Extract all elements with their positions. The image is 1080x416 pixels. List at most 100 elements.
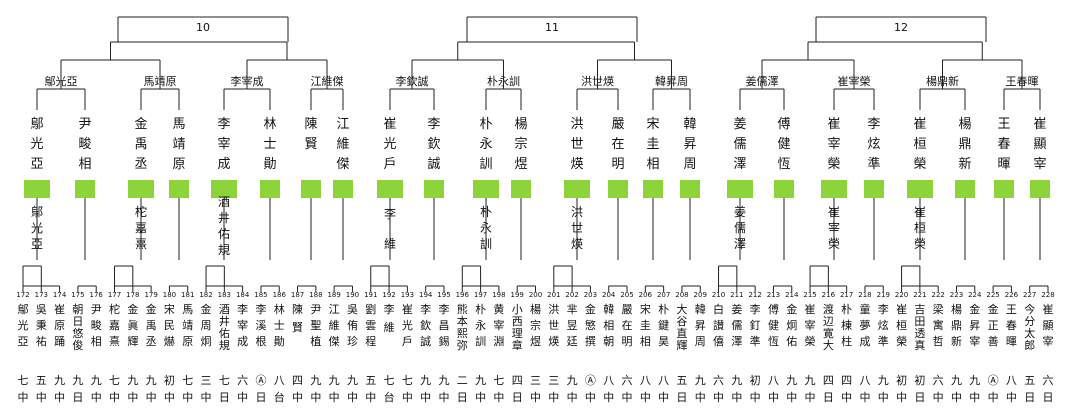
seat-grade-char: 八 bbox=[658, 374, 669, 387]
seat-name-char: 勛 bbox=[274, 335, 285, 348]
seat-grade-char: 七 bbox=[402, 374, 413, 387]
seat-grade-char: 中 bbox=[1006, 391, 1017, 404]
seat-name-char: 光 bbox=[402, 318, 413, 332]
round2-name-char: 準 bbox=[867, 156, 880, 172]
seat-number: 208 bbox=[675, 291, 688, 299]
seat-name-char: 程 bbox=[365, 335, 376, 348]
seat-name-char: 眞 bbox=[127, 318, 138, 332]
round2-name-char: 欽 bbox=[427, 137, 440, 152]
seat-name-char: 輝 bbox=[676, 339, 687, 352]
seat-number: 224 bbox=[968, 291, 982, 299]
round2-name-char: 賢 bbox=[304, 137, 317, 152]
seat-name-char: 欽 bbox=[420, 318, 431, 332]
seat-number: 211 bbox=[730, 291, 743, 299]
round1-winner-char: 桓 bbox=[914, 220, 926, 235]
seat-grade-char: 二 bbox=[457, 374, 468, 387]
seat-name-char: 準 bbox=[750, 334, 761, 348]
seat-grade-char: 初 bbox=[164, 373, 175, 387]
winner-bar bbox=[564, 180, 590, 198]
seat-number: 218 bbox=[858, 291, 871, 299]
seat-number: 172 bbox=[16, 291, 29, 299]
seat-name-char: 宰 bbox=[1043, 334, 1054, 348]
seat-grade-char: 五 bbox=[36, 374, 47, 387]
seat-name-char: 周 bbox=[695, 335, 706, 348]
round2-name-char: 李 bbox=[867, 117, 880, 132]
round2-name-char: 誠 bbox=[427, 157, 440, 172]
seat-grade-char: 九 bbox=[567, 374, 578, 387]
seat-grade-char: 中 bbox=[731, 391, 742, 404]
round2-name-char: 澤 bbox=[733, 157, 746, 172]
seat-name-char: 金 bbox=[127, 302, 138, 316]
seat-grade-char: 日 bbox=[1024, 391, 1035, 404]
seat-grade-char: 四 bbox=[841, 374, 852, 387]
round2-name-char: 成 bbox=[217, 157, 230, 172]
seat-grade-char: 中 bbox=[54, 391, 65, 404]
seat-grade-char: 台 bbox=[274, 390, 285, 404]
seat-name-char: 嚴 bbox=[622, 303, 633, 316]
seat-grade-char: 日 bbox=[72, 391, 83, 404]
seat-name-char: 佑 bbox=[219, 326, 230, 340]
round2-name-char: 崔 bbox=[827, 116, 840, 132]
seat-grade-char: 九 bbox=[310, 374, 321, 387]
round1-winner-char: 嘉 bbox=[135, 221, 147, 235]
round2-name-char: 訓 bbox=[479, 156, 492, 172]
seat-number: 221 bbox=[913, 291, 926, 299]
seat-grade-char: 中 bbox=[768, 391, 779, 404]
round1-winner-char: 李 bbox=[384, 206, 396, 221]
seat-grade-char: 中 bbox=[329, 391, 340, 404]
seat-name-char: 昊 bbox=[658, 335, 669, 348]
seat-name-char: 李 bbox=[384, 302, 395, 316]
seat-name-char: 溪 bbox=[255, 319, 266, 332]
seat-name-char: 崔 bbox=[54, 302, 65, 316]
round2-name-char: 昇 bbox=[683, 137, 696, 152]
seat-number: 202 bbox=[565, 291, 578, 299]
seat-name-char: 正 bbox=[988, 319, 999, 332]
seat-name-char: 原 bbox=[182, 335, 193, 348]
round1-winner-char: 宰 bbox=[828, 220, 840, 235]
seat-name-char: 炯 bbox=[201, 334, 212, 348]
seat-name-char: 澤 bbox=[731, 335, 742, 348]
seat-name-char: 民 bbox=[164, 319, 175, 332]
seat-name-char: 朴 bbox=[475, 302, 486, 316]
seat-name-char: 寛 bbox=[823, 326, 834, 340]
seat-grade-char: 九 bbox=[786, 374, 797, 387]
seat-name-char: 煜 bbox=[530, 335, 541, 348]
round2-name-char: 金 bbox=[134, 116, 147, 132]
seat-name-char: 昌 bbox=[438, 319, 449, 332]
seat-number: 199 bbox=[511, 291, 524, 299]
seat-name-char: 金 bbox=[585, 302, 596, 316]
seat-name-char: 崔 bbox=[1043, 302, 1054, 316]
round2-name-char: 新 bbox=[958, 156, 971, 172]
seat-name-char: 尹 bbox=[310, 303, 321, 316]
seat-grade-char: 中 bbox=[402, 391, 413, 404]
round2-name-char: 崔 bbox=[383, 116, 396, 132]
round1-winner-char: 永 bbox=[480, 221, 492, 235]
seat-number: 178 bbox=[126, 291, 139, 299]
seat-grade-char: 九 bbox=[878, 374, 889, 387]
seat-grade-char: 三 bbox=[530, 374, 541, 387]
round2-name-char: 宰 bbox=[1033, 156, 1046, 172]
seat-grade-char: 中 bbox=[201, 391, 212, 404]
seat-number: 228 bbox=[1041, 291, 1054, 299]
seat-grade-char: 九 bbox=[146, 374, 157, 387]
seat-name-char: 世 bbox=[548, 319, 559, 332]
seat-grade-char: 日 bbox=[255, 391, 266, 404]
seat-grade-char: 中 bbox=[91, 391, 102, 404]
winner-bar bbox=[473, 180, 499, 198]
seat-name-char: 恆 bbox=[768, 334, 779, 348]
seat-name-char: 儒 bbox=[731, 319, 742, 332]
seat-number: 184 bbox=[236, 291, 250, 299]
round1-winner-char: 鄔 bbox=[31, 205, 43, 219]
seat-name-char: 尹 bbox=[91, 303, 102, 316]
round2-name-char: 靖 bbox=[172, 137, 185, 152]
round2-name-char: 榮 bbox=[827, 157, 840, 172]
seat-number: 222 bbox=[931, 291, 944, 299]
seat-name-char: 透 bbox=[914, 327, 925, 340]
seat-name-char: 桓 bbox=[896, 318, 907, 332]
seat-number: 207 bbox=[657, 291, 670, 299]
seat-name-char: 棟 bbox=[841, 318, 852, 332]
round2-name-char: 暉 bbox=[997, 157, 1010, 172]
seat-name-char: 章 bbox=[512, 338, 523, 352]
round2-name-char: 勛 bbox=[263, 157, 276, 172]
